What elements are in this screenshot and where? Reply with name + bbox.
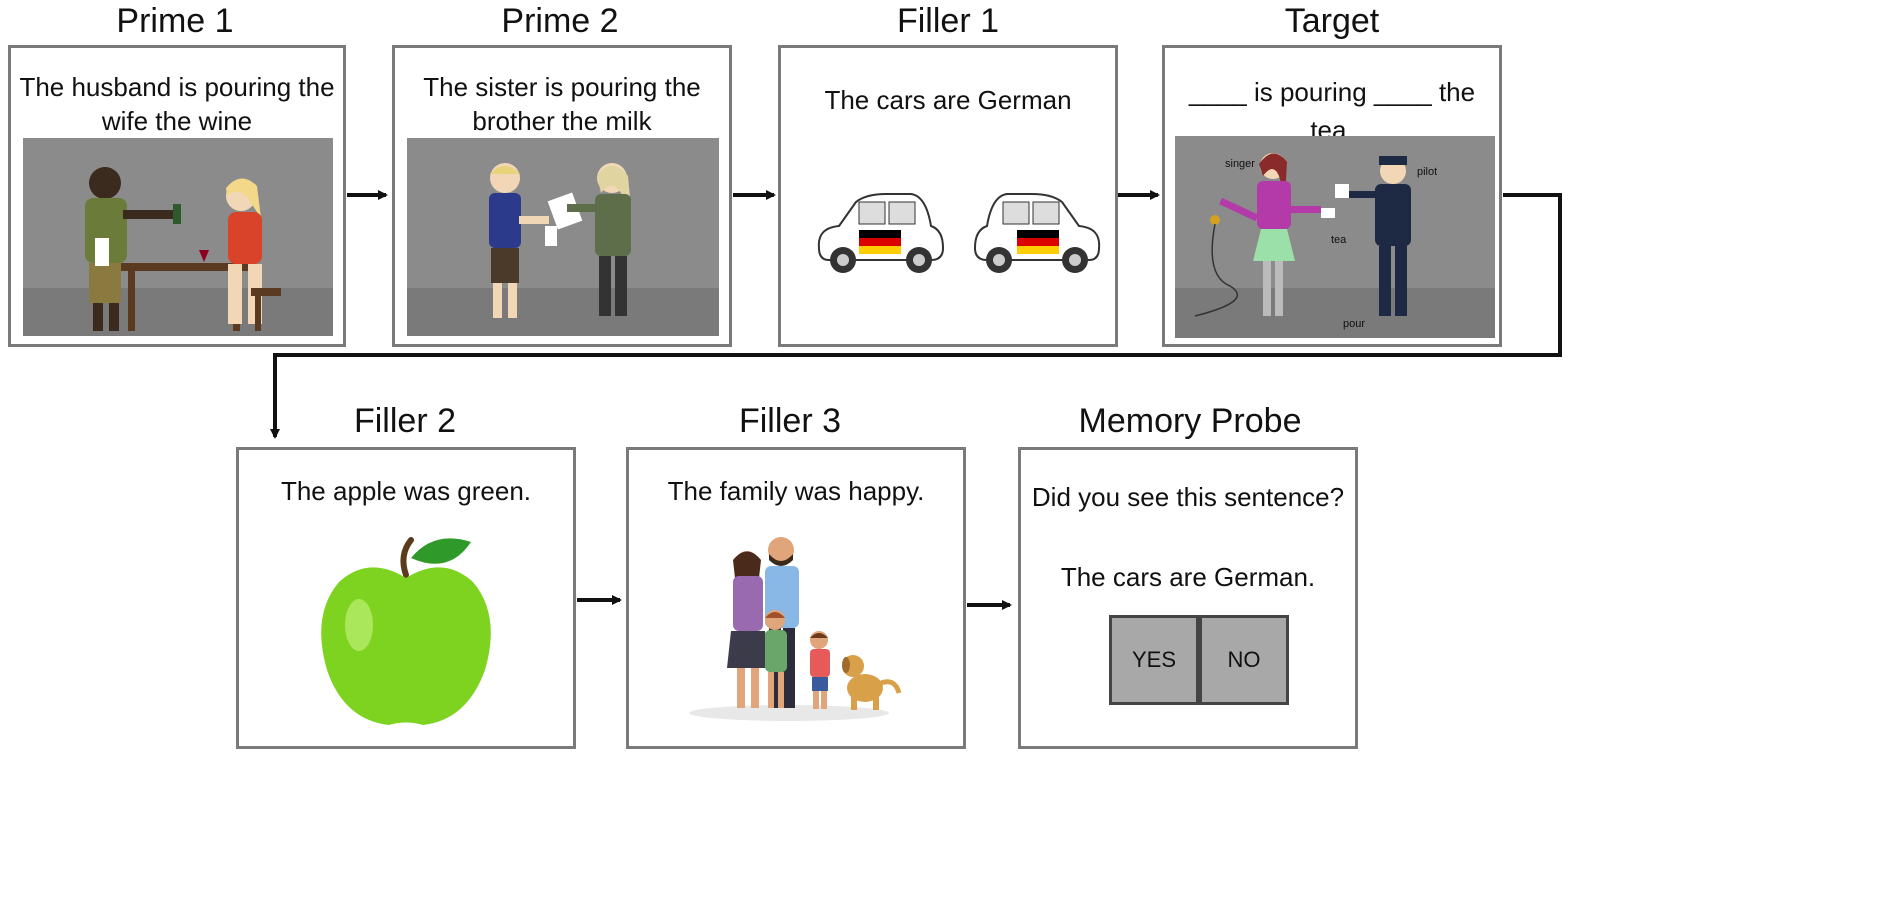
prime2-caption-line1: The sister is pouring the — [423, 72, 701, 102]
filler1-title: Filler 1 — [896, 2, 1000, 40]
memory-probe-question: Did you see this sentence? — [1031, 482, 1345, 512]
prime2-panel: The sister is pouring the brother the mi… — [392, 45, 732, 347]
prime2-scene-image — [407, 138, 719, 336]
target-label-pour: pour — [1343, 318, 1366, 330]
prime2-title: Prime 2 — [501, 2, 619, 40]
target-label-pilot: pilot — [1417, 166, 1438, 178]
filler2-panel: The apple was green. — [236, 447, 576, 749]
target-label-tea: tea — [1331, 234, 1347, 246]
filler3-caption: The family was happy. — [667, 476, 925, 506]
filler1-panel: The cars are German — [778, 45, 1118, 347]
no-button[interactable]: NO — [1199, 615, 1289, 705]
family-image — [689, 537, 902, 721]
filler2-title: Filler 2 — [353, 402, 457, 440]
apple-image — [321, 537, 491, 725]
target-label-singer: singer — [1225, 158, 1255, 170]
prime1-panel: The husband is pouring the wife the wine — [8, 45, 346, 347]
target-panel: ____ is pouring ____ the tea. s — [1162, 45, 1502, 347]
filler1-caption: The cars are German — [824, 85, 1072, 115]
memory-probe-title: Memory Probe — [1078, 402, 1302, 440]
cars-image — [817, 193, 1101, 273]
arrow-target-to-filler2 — [270, 193, 1562, 439]
prime1-caption-line1: The husband is pouring the — [19, 72, 335, 102]
target-caption: ____ is pouring ____ the tea. — [1188, 77, 1476, 145]
yes-button[interactable]: YES — [1109, 615, 1199, 705]
target-scene-image: singer pilot tea pour — [1175, 136, 1495, 338]
prime1-caption-line2: wife the wine — [101, 106, 253, 136]
memory-probe-sentence: The cars are German. — [1060, 562, 1316, 592]
filler2-caption: The apple was green. — [280, 476, 532, 506]
filler3-panel: The family was happy. — [626, 447, 966, 749]
prime2-caption-line2: brother the milk — [472, 106, 652, 136]
prime1-title: Prime 1 — [116, 2, 234, 40]
filler3-title: Filler 3 — [738, 402, 842, 440]
target-title: Target — [1284, 2, 1380, 40]
memory-probe-panel: Did you see this sentence? The cars are … — [1018, 447, 1358, 749]
prime1-scene-image — [23, 138, 333, 336]
